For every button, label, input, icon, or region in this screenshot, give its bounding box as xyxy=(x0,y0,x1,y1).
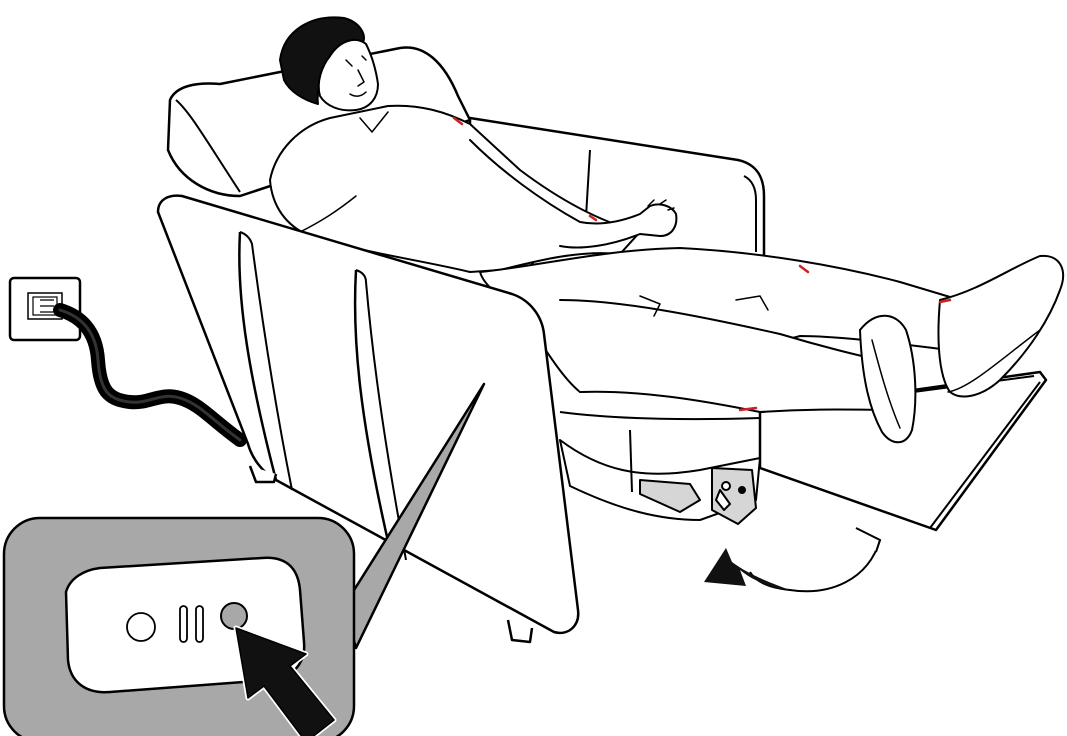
recliner-mechanism xyxy=(560,412,760,524)
circle-button[interactable] xyxy=(127,613,155,641)
round-button-pressed[interactable] xyxy=(221,603,247,629)
rotation-arrow-icon xyxy=(704,528,880,591)
control-panel-callout xyxy=(4,518,354,736)
